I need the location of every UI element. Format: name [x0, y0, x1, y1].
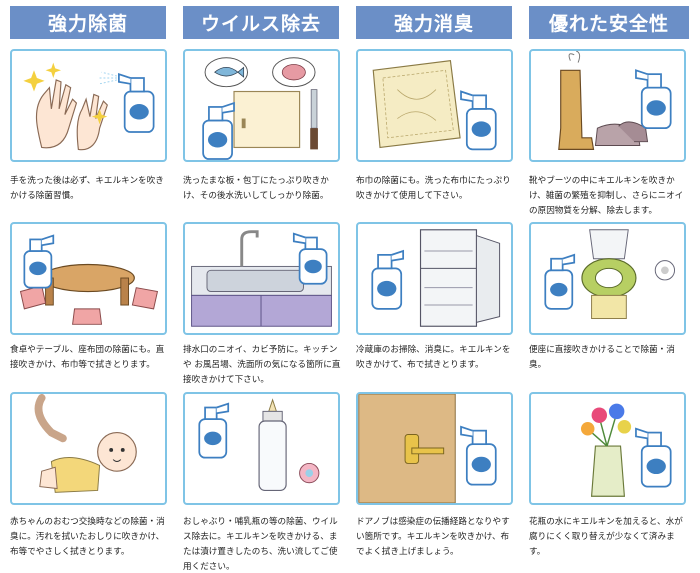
header-safety: 優れた安全性 [529, 6, 689, 39]
caption-boots: 靴やブーツの中にキエルキンを吹きかけ、雑菌の繁殖を抑制し、さらにニオイの原因物質… [529, 176, 684, 216]
illustration-baby-bottle [183, 392, 340, 505]
illustration-table [10, 222, 167, 335]
caption-hands: 手を洗った後は必ず、キエルキンを吹きかける除菌習慣。 [10, 176, 164, 201]
flower-vase-icon [580, 403, 672, 497]
caption-table: 食卓やテーブル、座布団の除菌にも。直接吹きかけ、布巾等で拭きとります。 [10, 345, 165, 370]
caption-toilet: 便座に直接吹きかけることで除菌・消臭。 [529, 345, 675, 370]
illustration-dish-cloth [356, 49, 513, 162]
caption-fridge: 冷蔵庫のお掃除、消臭に。キエルキンを吹きかけて、布で拭きとります。 [356, 345, 511, 370]
baby-icon [34, 394, 137, 493]
illustration-fridge [356, 222, 513, 335]
caption-flower-vase: 花瓶の水にキエルキンを加えると、水が腐りにくく取り替えが少なくて済みます。 [529, 517, 683, 557]
fridge-icon [371, 229, 501, 327]
baby-bottle-icon [198, 398, 320, 492]
caption-baby-bottle: おしゃぶり・哺乳瓶の等の除菌、ウイルス除去に。キエルキンを吹きかける、または漬け… [183, 517, 338, 572]
boots-icon [558, 51, 672, 150]
header-strong-deodorization: 強力消臭 [356, 6, 512, 39]
header-virus-removal: ウイルス除去 [183, 6, 339, 39]
sink-icon [191, 230, 332, 327]
caption-sink: 排水口のニオイ、カビ予防に。キッチンや お風呂場、洗面所の気になる箇所に直接吹き… [183, 345, 341, 385]
cutting-board-icon [202, 57, 318, 160]
illustration-toilet [529, 222, 686, 335]
illustration-cutting-board [183, 49, 340, 162]
illustration-flower-vase [529, 392, 686, 505]
dish-cloth-icon [372, 59, 497, 151]
caption-door-knob: ドアノブは感染症の伝播経路となりやすい箇所です。キエルキンを吹きかけ、布でよく拭… [356, 517, 510, 557]
toilet-icon [544, 229, 676, 320]
table-icon [19, 234, 159, 325]
caption-dish-cloth: 布巾の除菌にも。洗った布巾にたっぷり吹きかけて使用して下さい。 [356, 176, 511, 201]
illustration-baby [10, 392, 167, 505]
caption-cutting-board: 洗ったまな板・包丁にたっぷり吹きかけ、その後水洗いしてしっかり除菌。 [183, 176, 329, 201]
header-strong-sterilization: 強力除菌 [10, 6, 166, 39]
illustration-door-knob [356, 392, 513, 505]
illustration-sink [183, 222, 340, 335]
hands-icon [23, 62, 155, 151]
door-knob-icon [358, 394, 497, 503]
illustration-hands [10, 49, 167, 162]
illustration-boots [529, 49, 686, 162]
caption-baby: 赤ちゃんのおむつ交換時などの除菌・消臭に。汚れを拭いたおしりに吹きかけ、布等でや… [10, 517, 165, 557]
